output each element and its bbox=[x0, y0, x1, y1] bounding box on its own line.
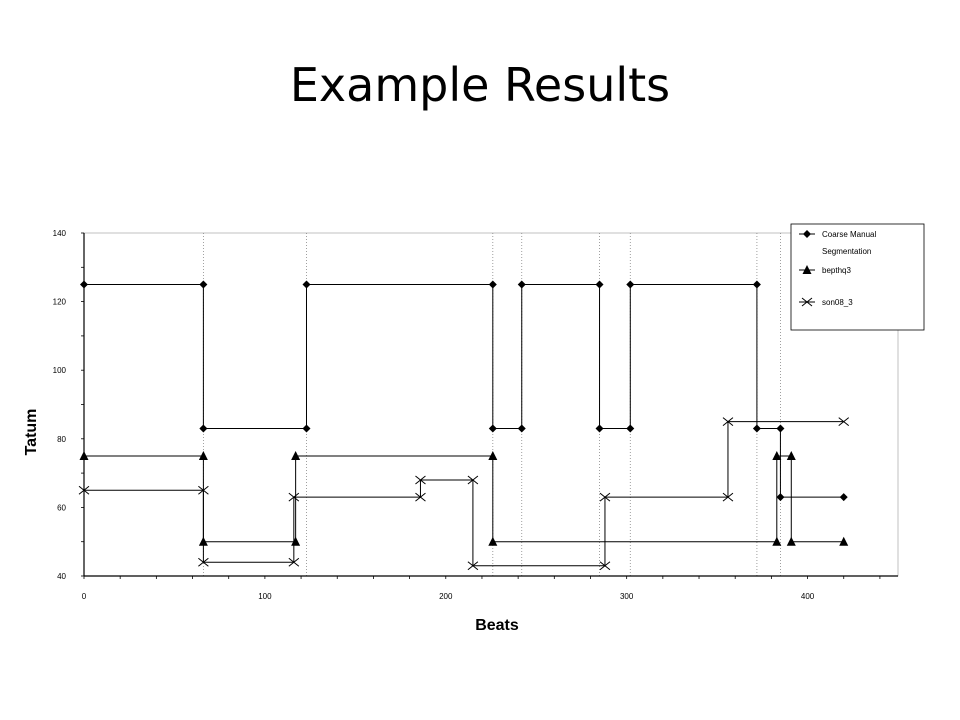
diamond-marker bbox=[752, 424, 761, 433]
x-axis-title: Beats bbox=[475, 617, 519, 634]
x-marker-stroke bbox=[415, 475, 426, 485]
x-marker bbox=[198, 485, 209, 495]
x-marker-stroke bbox=[198, 485, 209, 495]
x-marker-stroke bbox=[198, 557, 209, 567]
slide-title: Example Results bbox=[289, 58, 671, 112]
x-marker bbox=[78, 485, 90, 495]
legend-label: bepthq3 bbox=[822, 266, 851, 275]
y-tick-label: 60 bbox=[57, 503, 66, 512]
y-axis-title: Tatum bbox=[23, 409, 40, 456]
diamond-marker bbox=[199, 424, 208, 433]
x-marker-stroke bbox=[467, 561, 479, 571]
triangle-marker bbox=[488, 536, 498, 546]
y-tick-label: 100 bbox=[53, 366, 67, 375]
triangle-marker bbox=[786, 450, 796, 460]
x-marker bbox=[599, 492, 611, 502]
x-marker-stroke bbox=[288, 557, 300, 567]
diamond-marker bbox=[199, 280, 208, 289]
y-tick-label: 40 bbox=[57, 572, 66, 581]
x-marker bbox=[599, 561, 611, 571]
x-marker bbox=[801, 297, 813, 307]
x-marker-stroke bbox=[599, 561, 611, 571]
x-tick-label: 100 bbox=[258, 592, 272, 601]
x-tick-label: 300 bbox=[620, 592, 634, 601]
x-marker-stroke bbox=[288, 492, 300, 502]
triangle-marker bbox=[772, 450, 782, 460]
legend-label: Coarse Manual bbox=[822, 230, 876, 239]
triangle-marker bbox=[291, 450, 301, 460]
x-marker-stroke bbox=[838, 417, 850, 427]
legend-label: son08_3 bbox=[822, 298, 853, 307]
diamond-marker bbox=[517, 424, 526, 433]
triangle-marker bbox=[488, 450, 498, 460]
series-line bbox=[84, 283, 844, 498]
diamond-marker bbox=[488, 424, 497, 433]
x-tick-label: 400 bbox=[801, 592, 815, 601]
diamond-marker bbox=[302, 424, 311, 433]
diamond-marker bbox=[302, 280, 311, 289]
diamond-marker bbox=[776, 493, 785, 502]
diamond-marker bbox=[839, 493, 848, 502]
legend-label: Segmentation bbox=[822, 247, 871, 256]
axes: 40 60 80 100 120 140 0 100 200 300 400 bbox=[53, 229, 898, 601]
series-layer bbox=[78, 280, 850, 571]
x-marker bbox=[722, 492, 734, 502]
x-tick-label: 200 bbox=[439, 592, 453, 601]
x-marker bbox=[288, 557, 300, 567]
legend-item: son08_3 bbox=[799, 297, 853, 307]
x-marker-stroke bbox=[599, 492, 611, 502]
diamond-marker bbox=[776, 424, 785, 433]
triangle-marker bbox=[802, 265, 812, 274]
series-diamond bbox=[80, 280, 848, 502]
diamond-marker bbox=[80, 280, 88, 289]
diamond-marker bbox=[626, 280, 635, 289]
series-triangle bbox=[79, 450, 849, 546]
x-marker bbox=[198, 557, 209, 567]
x-marker bbox=[722, 417, 734, 427]
triangle-marker bbox=[79, 450, 89, 460]
diamond-marker bbox=[488, 280, 497, 289]
series-x bbox=[78, 417, 850, 571]
triangle-marker bbox=[772, 536, 782, 546]
diamond-marker bbox=[626, 424, 635, 433]
diamond-marker bbox=[517, 280, 526, 289]
triangle-marker bbox=[198, 450, 208, 460]
triangle-marker bbox=[786, 536, 796, 546]
x-marker bbox=[838, 417, 850, 427]
y-tick-label: 80 bbox=[57, 435, 66, 444]
x-tick-label: 0 bbox=[82, 592, 87, 601]
diamond-marker bbox=[803, 230, 811, 238]
legend-box bbox=[790, 223, 925, 331]
x-marker-stroke bbox=[467, 475, 479, 485]
x-marker-stroke bbox=[415, 492, 426, 502]
x-marker bbox=[467, 475, 479, 485]
x-marker bbox=[415, 475, 426, 485]
triangle-marker bbox=[839, 536, 849, 546]
x-marker-stroke bbox=[722, 492, 734, 502]
x-marker-stroke bbox=[78, 485, 90, 495]
x-marker bbox=[288, 492, 300, 502]
y-tick-label: 140 bbox=[53, 229, 67, 238]
x-marker-stroke bbox=[801, 297, 813, 307]
series-line bbox=[84, 421, 844, 567]
diamond-marker bbox=[752, 280, 761, 289]
diamond-marker bbox=[595, 280, 604, 289]
diamond-marker bbox=[595, 424, 604, 433]
x-marker-stroke bbox=[722, 417, 734, 427]
y-tick-label: 120 bbox=[53, 298, 67, 307]
x-marker bbox=[415, 492, 426, 502]
legend-item: bepthq3 bbox=[799, 265, 851, 275]
x-marker bbox=[467, 561, 479, 571]
